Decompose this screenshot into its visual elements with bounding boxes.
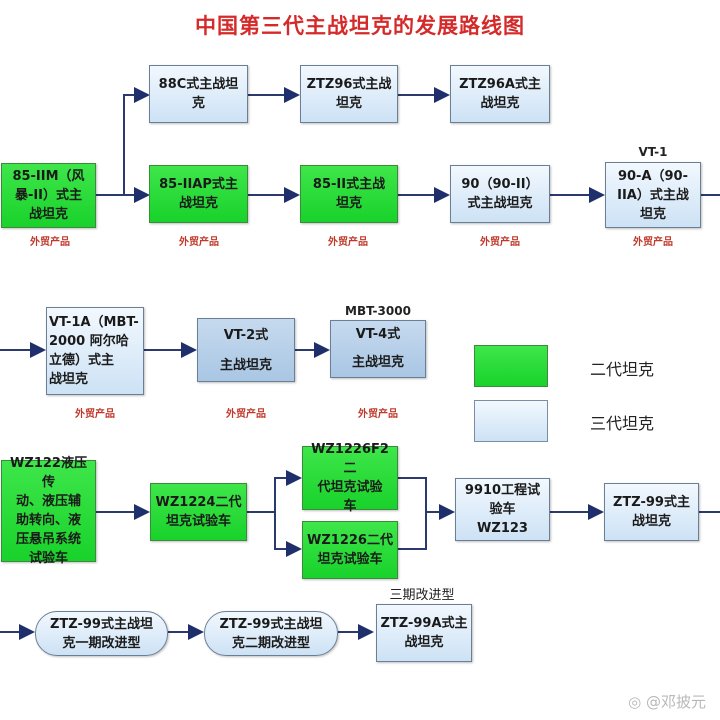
legend-label-gen3: 三代坦克 (590, 414, 655, 433)
export-note: 外贸产品 (480, 237, 520, 248)
node-wz1224[interactable]: WZ1224二代 坦克试验车 (150, 483, 247, 541)
node-ztz96[interactable]: ZTZ96式主战 坦克 (300, 65, 398, 123)
weibo-icon: ◎ (628, 693, 642, 711)
node-ztz99-phase2[interactable]: ZTZ-99式主战坦 克二期改进型 (204, 611, 338, 656)
node-wz122[interactable]: WZ122液压传 动、液压辅 助转向、液 压悬吊系统 试验车 (1, 456, 96, 566)
node-ztz99[interactable]: ZTZ-99式主 战坦克 (604, 483, 699, 541)
label-mbt3000: MBT-3000 (345, 304, 411, 318)
export-note: 外贸产品 (226, 409, 266, 420)
node-88c[interactable]: 88C式主战坦 克 (149, 65, 248, 123)
node-wz1226[interactable]: WZ1226二代 坦克试验车 (302, 521, 398, 579)
legend-swatch-gen2 (474, 345, 548, 387)
arrow-wz1226f2-merge (398, 477, 427, 550)
node-wz1226f2[interactable]: WZ1226F2二 代坦克试验 车 (302, 442, 398, 514)
node-85iiap[interactable]: 85-IIAP式主 战坦克 (149, 165, 248, 223)
label-phase3: 三期改进型 (389, 588, 455, 603)
export-note: 外贸产品 (75, 409, 115, 420)
node-85ii[interactable]: 85-II式主战 坦克 (300, 165, 398, 223)
node-ztz99-phase1[interactable]: ZTZ-99式主战坦 克一期改进型 (35, 611, 168, 656)
node-85iim[interactable]: 85-IIM（风 暴-II）式主 战坦克 (1, 163, 96, 228)
legend-label-gen2: 二代坦克 (590, 360, 655, 379)
node-vt1a[interactable]: VT-1A（MBT- 2000 阿尔哈 立德）式主 战坦克 (46, 307, 144, 395)
export-note: 外贸产品 (633, 237, 673, 248)
export-note: 外贸产品 (358, 409, 398, 420)
node-vt2[interactable]: VT-2式 主战坦克 (197, 318, 295, 382)
export-note: 外贸产品 (179, 237, 219, 248)
export-note: 外贸产品 (328, 237, 368, 248)
node-ztz96a[interactable]: ZTZ96A式主 战坦克 (450, 65, 550, 123)
arrow-wz1224-to-wz1226 (274, 512, 302, 557)
legend-swatch-gen3 (474, 400, 548, 442)
label-vt1: VT-1 (638, 145, 668, 159)
arrow-wz1224-to-wz1226f2 (247, 470, 302, 513)
node-90a[interactable]: 90-A（90- IIA）式主战 坦克 (605, 162, 701, 228)
node-ztz99a[interactable]: ZTZ-99A式主 战坦克 (376, 604, 472, 662)
node-9910[interactable]: 9910工程试 验车 WZ123 (455, 478, 550, 541)
node-90[interactable]: 90（90-II） 式主战坦克 (450, 165, 550, 223)
export-note: 外贸产品 (30, 237, 70, 248)
diagram-title: 中国第三代主战坦克的发展路线图 (195, 14, 525, 38)
node-vt4[interactable]: VT-4式 主战坦克 (330, 320, 426, 378)
watermark: ◎ @邓披元 (628, 693, 706, 711)
arrow-85iim-to-88c (96, 87, 150, 196)
